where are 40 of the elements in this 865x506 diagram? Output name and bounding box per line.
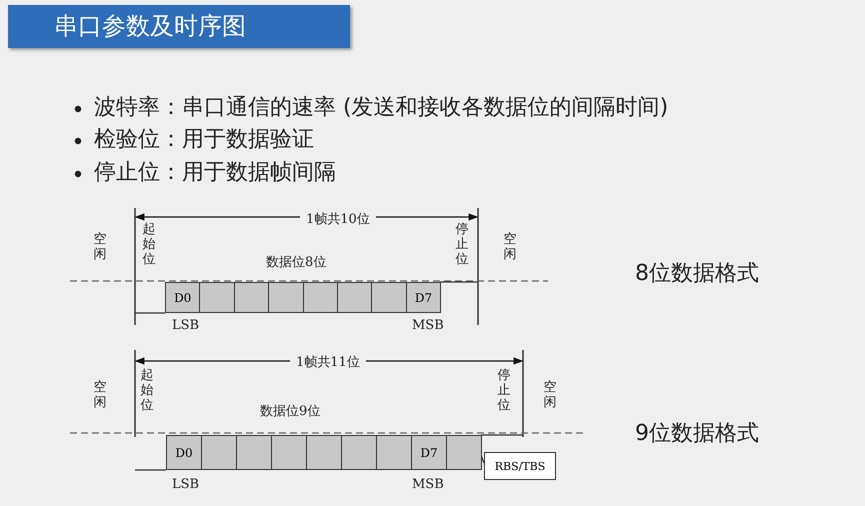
bit-cell [234,282,270,313]
state-label: 停止位 [455,222,469,267]
bullet-text: 检验位：用于数据验证 [94,126,314,154]
bit-cell [306,435,342,470]
bit-cell: D0 [165,282,200,313]
dimension-label: 1帧共11位 [290,353,366,371]
bit-order-label: LSB [172,477,200,492]
bit-cell [376,435,412,470]
callout-box: RBS/TBS [484,452,556,480]
bit-cell: D7 [406,282,442,313]
bit-cell [199,282,235,313]
bullet-text: 波特率：串口通信的速率 (发送和接收各数据位的间隔时间) [94,94,668,122]
state-label: 停止位 [497,368,511,413]
bullet-text: 停止位：用于数据帧间隔 [94,159,336,187]
field-label: 数据位8位 [266,254,326,271]
bit-order-label: LSB [172,318,200,333]
state-label: 空闲 [503,232,517,262]
dimension-label: 1帧共10位 [300,210,376,228]
state-label: 空闲 [93,232,107,262]
bit-cell [271,435,307,470]
bit-cell [446,435,482,470]
bit-cell: D7 [411,435,447,470]
bit-order-label: MSB [412,318,444,333]
bit-cell [268,282,304,313]
bit-cell [341,435,377,470]
state-label: 空闲 [543,380,557,410]
field-label: 数据位9位 [260,403,320,420]
bit-cell: D0 [166,435,202,470]
state-label: 空闲 [93,380,107,410]
state-label: 起始位 [142,222,156,267]
bit-cell [337,282,372,313]
format-label: 9位数据格式 [635,420,759,448]
state-label: 起始位 [140,368,154,413]
title-banner: 串口参数及时序图 [8,5,350,48]
bit-cell [302,282,338,313]
bit-cell [201,435,237,470]
bit-cell [371,282,407,313]
bit-order-label: MSB [412,477,444,492]
bit-cell [236,435,272,470]
format-label: 8位数据格式 [635,260,759,288]
